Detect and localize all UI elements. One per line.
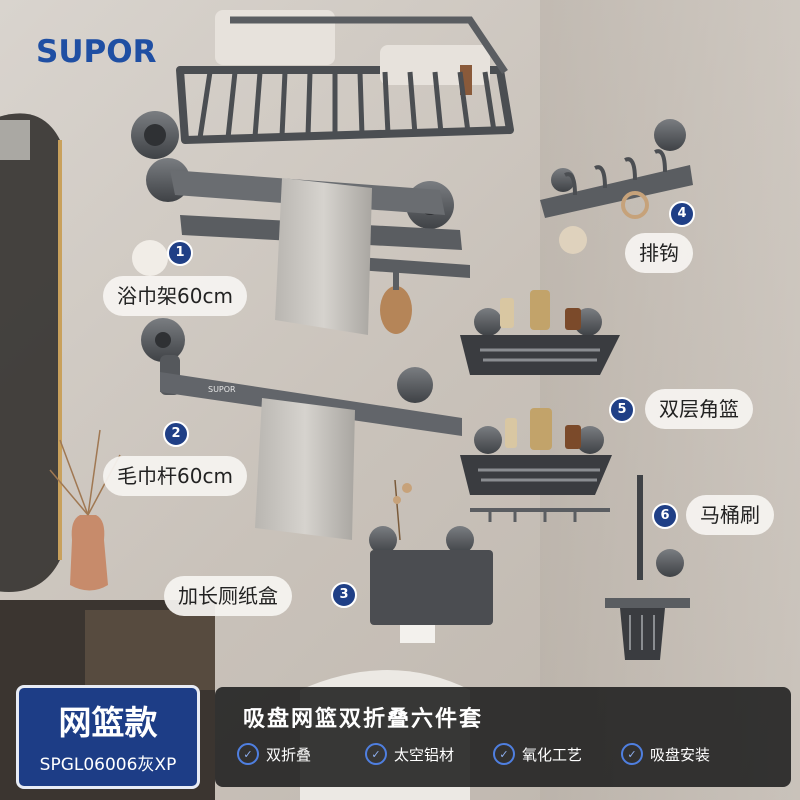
callout-label-bath-towel-rack: 浴巾架60cm: [103, 276, 247, 316]
check-icon: ✓: [237, 743, 259, 765]
callout-badge-3: 3: [331, 582, 357, 608]
bottom-banner: 网篮款 SPGL06006灰XP 吸盘网篮双折叠六件套 ✓ 双折叠 ✓ 太空铝材…: [0, 685, 800, 800]
info-bar: 吸盘网篮双折叠六件套 ✓ 双折叠 ✓ 太空铝材 ✓ 氧化工艺 ✓ 吸盘安装: [215, 687, 791, 787]
feature-item: ✓ 氧化工艺: [493, 743, 621, 765]
callout-badge-4: 4: [669, 201, 695, 227]
model-box: 网篮款 SPGL06006灰XP: [16, 685, 200, 789]
callout-badge-6: 6: [652, 503, 678, 529]
feature-item: ✓ 太空铝材: [365, 743, 493, 765]
corner-baskets: [460, 290, 620, 522]
callout-label-corner-basket: 双层角篮: [645, 389, 753, 429]
set-title: 吸盘网篮双折叠六件套: [243, 707, 484, 732]
callout-label-hooks: 排钩: [625, 233, 693, 273]
feature-item: ✓ 双折叠: [237, 743, 365, 765]
check-icon: ✓: [493, 743, 515, 765]
model-code: SPGL06006灰XP: [39, 755, 177, 775]
towel-rack-basket: [131, 10, 514, 335]
feature-label: 吸盘安装: [650, 745, 711, 764]
callout-label-tissue-box: 加长厕纸盒: [164, 576, 292, 616]
robe-hooks: [540, 119, 693, 254]
svg-text:SUPOR: SUPOR: [208, 385, 236, 394]
towel-bar: SUPOR: [141, 318, 462, 540]
callout-badge-1: 1: [167, 240, 193, 266]
feature-list: ✓ 双折叠 ✓ 太空铝材 ✓ 氧化工艺 ✓ 吸盘安装: [237, 743, 749, 765]
brand-logo: SUPOR: [36, 34, 157, 70]
check-icon: ✓: [365, 743, 387, 765]
feature-label: 双折叠: [266, 745, 312, 764]
callout-badge-5: 5: [609, 397, 635, 423]
callout-label-towel-bar: 毛巾杆60cm: [103, 456, 247, 496]
model-name: 网篮款: [58, 703, 158, 742]
toilet-brush: [605, 475, 690, 660]
feature-label: 太空铝材: [394, 745, 455, 764]
callout-badge-2: 2: [163, 421, 189, 447]
callout-label-toilet-brush: 马桶刷: [686, 495, 774, 535]
check-icon: ✓: [621, 743, 643, 765]
feature-label: 氧化工艺: [522, 745, 583, 764]
tissue-box: [369, 479, 493, 643]
feature-item: ✓ 吸盘安装: [621, 743, 749, 765]
